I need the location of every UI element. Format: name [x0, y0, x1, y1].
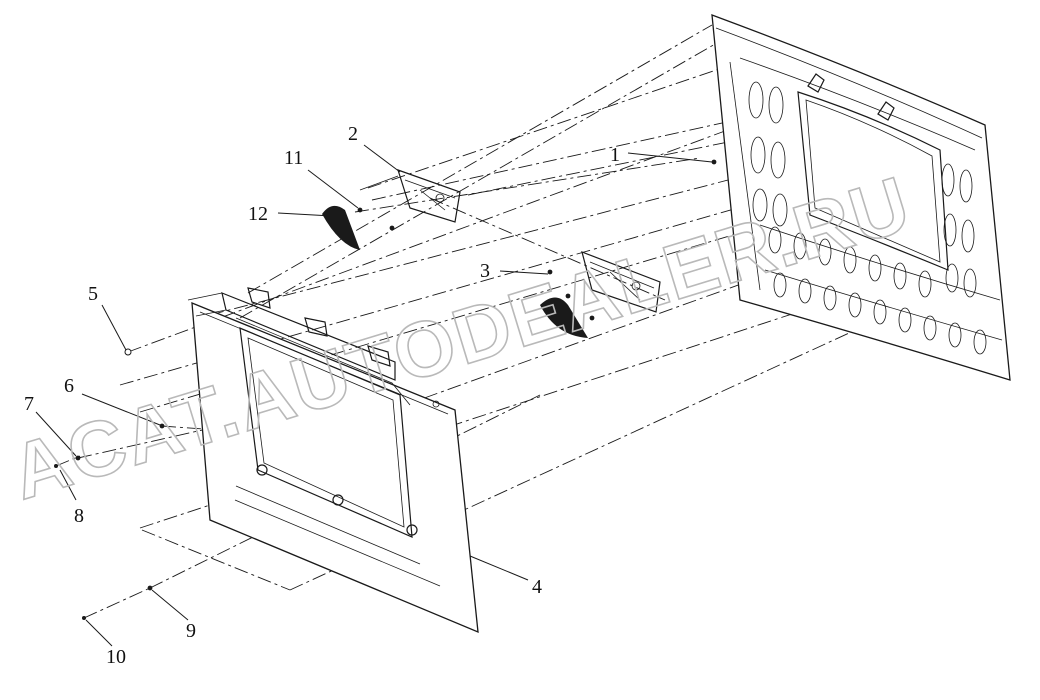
callout-6: 6	[64, 375, 74, 397]
fasteners	[54, 159, 717, 620]
bracket-part-3	[581, 251, 661, 313]
callout-3: 3	[480, 260, 490, 282]
callout-leaders	[35, 144, 713, 647]
callout-11: 11	[284, 147, 303, 169]
panel-slots-left	[748, 81, 788, 227]
callout-5: 5	[88, 283, 98, 305]
hatch-panel-part-4	[187, 287, 479, 634]
lamp-cover-part-12	[322, 205, 360, 250]
bracket-part-2	[359, 169, 461, 223]
callout-labels: 1 2 3 4 5 6 7 8 9 10 11 12	[24, 123, 620, 668]
rear-panel-part-1	[711, 14, 1011, 381]
callout-9: 9	[186, 620, 196, 642]
callout-1: 1	[610, 144, 620, 166]
callout-4: 4	[532, 576, 542, 598]
callout-10: 10	[106, 646, 126, 668]
callout-12: 12	[248, 203, 268, 225]
callout-8: 8	[74, 505, 84, 527]
panel-slots-right	[941, 163, 977, 298]
callout-2: 2	[348, 123, 358, 145]
panel-slots-bottom	[768, 226, 987, 355]
lamp-cover-lower	[540, 297, 588, 338]
callout-7: 7	[24, 393, 34, 415]
